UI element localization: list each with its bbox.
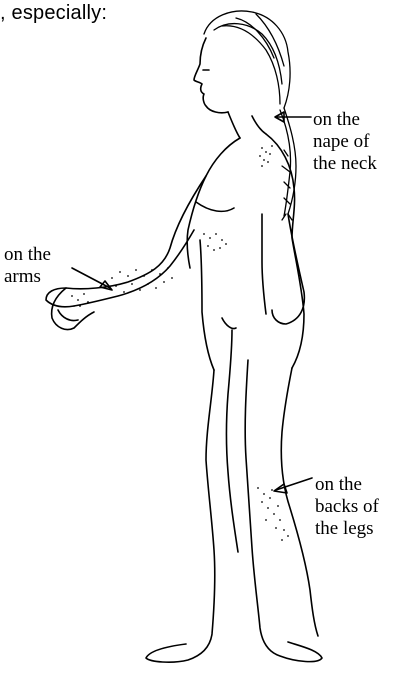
label-line: nape of	[313, 131, 377, 153]
rash-patches	[71, 145, 289, 541]
label-line: on the	[4, 244, 51, 266]
hair	[204, 11, 296, 220]
label-backs-of-legs: on the backs of the legs	[315, 474, 379, 540]
label-arms: on the arms	[4, 244, 51, 288]
body	[146, 134, 322, 662]
label-nape-of-neck: on the nape of the neck	[313, 109, 377, 175]
legs-arrow	[276, 478, 312, 490]
label-line: the neck	[313, 153, 377, 175]
pointer-arrows	[72, 112, 312, 493]
label-line: the legs	[315, 518, 379, 540]
label-line: on the	[313, 109, 377, 131]
label-line: backs of	[315, 496, 379, 518]
head	[194, 38, 266, 138]
arms-arrow	[72, 268, 110, 288]
label-line: on the	[315, 474, 379, 496]
label-line: arms	[4, 266, 51, 288]
